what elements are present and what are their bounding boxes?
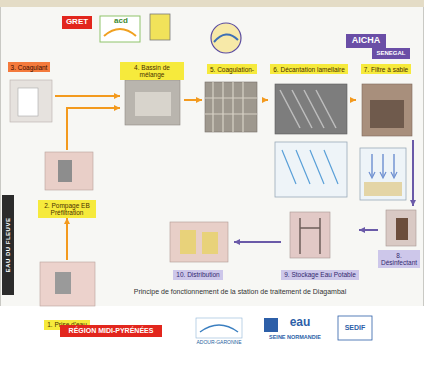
intake-photo <box>40 262 95 306</box>
step-label: 10. Distribution <box>173 270 222 280</box>
disinfectant-photo <box>386 210 416 246</box>
logo-text: AICHA <box>346 34 386 48</box>
tank <box>18 88 38 116</box>
coagulant-photo <box>10 80 52 122</box>
filter <box>370 100 404 128</box>
process-step: 1. Prise d'eau <box>36 260 98 330</box>
logo-text: eau <box>280 316 320 329</box>
logo <box>150 14 170 40</box>
flow-arrow <box>350 99 356 101</box>
acd-logo <box>100 16 140 42</box>
agency-wave <box>200 325 238 332</box>
doser <box>396 218 408 240</box>
step-label: 3. Coagulant <box>8 62 51 72</box>
board <box>0 6 424 374</box>
coagulation-grid <box>205 82 257 132</box>
step-label: 4. Bassin de mélange <box>120 62 184 80</box>
coagulation-photo <box>205 82 257 132</box>
flow-arrow <box>55 95 120 97</box>
sedif-logo <box>338 316 372 340</box>
eau-seine-mark <box>264 318 278 332</box>
flow-arrow <box>66 218 68 260</box>
process-step: 9. Stockage Eau Potable <box>281 208 359 280</box>
process-step: 6. Décantation lamellaire <box>268 64 350 136</box>
process-step: 3. Coagulant <box>3 62 55 124</box>
round-logo-wave <box>214 34 238 42</box>
step-label: 9. Stockage Eau Potable <box>281 270 359 280</box>
settling-photo <box>275 84 347 134</box>
step-label: 7. Filtre à sable <box>361 64 411 74</box>
logo-text: acd <box>108 17 134 26</box>
round-logo <box>211 23 241 53</box>
flow-arrow <box>412 140 414 206</box>
pump-photo <box>45 152 93 190</box>
band-text: EAU DU FLEUVE <box>5 218 11 273</box>
process-step: 7. Filtre à sable <box>356 64 416 140</box>
filter-flow-heads <box>369 172 397 178</box>
process-step: 4. Bassin de mélange <box>120 62 184 128</box>
logo-text: SENEGAL <box>372 48 410 59</box>
sand-layer <box>364 182 402 196</box>
process-step: 10. Distribution <box>162 218 234 280</box>
mixing-basin-photo <box>125 80 180 125</box>
lamellas <box>280 90 336 128</box>
logo-text: RÉGION MIDI-PYRÉNÉES <box>60 325 162 337</box>
intake <box>55 272 71 294</box>
basin <box>135 92 171 116</box>
source-band: EAU DU FLEUVE <box>2 195 14 295</box>
lamella-lines <box>282 150 338 184</box>
pump <box>58 160 72 182</box>
storage-frame <box>300 218 320 254</box>
step-label: 5. Coagulation- <box>207 64 257 74</box>
acd-swoosh <box>104 29 136 36</box>
sand-filter-photo <box>362 84 412 136</box>
flow-arrow <box>262 99 268 101</box>
filter-drawing <box>360 148 406 200</box>
agency-logo <box>196 318 242 338</box>
settling-drawing <box>275 142 347 197</box>
wall <box>0 0 424 7</box>
process-step: 8. Désinfectant <box>378 206 420 268</box>
process-step: 2. Pompage EB Préfiltration <box>38 150 96 218</box>
step-label: 6. Décantation lamellaire <box>270 64 348 74</box>
flow-arrow <box>184 99 202 101</box>
jerrycan <box>180 230 196 254</box>
flow-arrow <box>234 241 281 243</box>
jerrycan <box>202 232 218 254</box>
logo-text: SEDIF <box>340 324 370 332</box>
flow-arrow <box>359 229 378 231</box>
flow-arrow <box>67 108 120 150</box>
process-step: 5. Coagulation- <box>202 64 262 134</box>
storage-photo <box>290 212 330 258</box>
step-label: 2. Pompage EB Préfiltration <box>38 200 96 218</box>
step-label: 8. Désinfectant <box>378 250 420 268</box>
logo-text: SEINE NORMANDIE <box>264 334 326 340</box>
logo-text: ADOUR-GARONNE <box>190 340 248 346</box>
distribution-photo <box>170 222 228 262</box>
caption: Principe de fonctionnement de la station… <box>90 288 390 295</box>
logo-strip <box>0 306 424 374</box>
logo-text: GRET <box>62 16 92 29</box>
